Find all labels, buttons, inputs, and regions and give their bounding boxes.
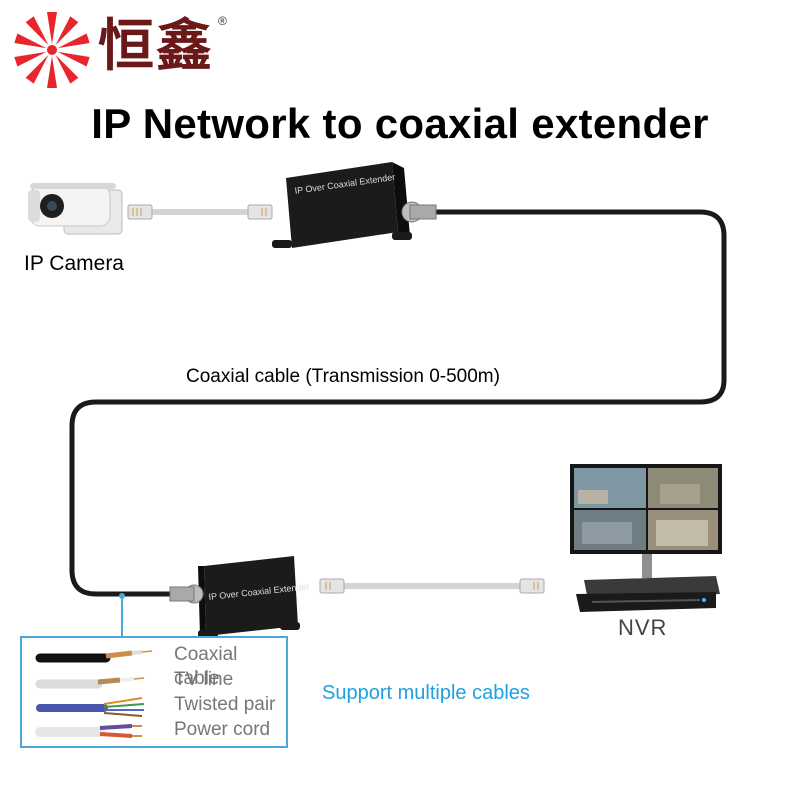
extender-top-icon (272, 162, 437, 248)
tv-line-icon (35, 677, 145, 689)
cable-name-power-cord: Power cord (174, 719, 271, 740)
cable-name-coaxial: Coaxial cable (174, 644, 238, 689)
registered-mark: ® (218, 14, 227, 28)
supported-cables-panel: Coaxial cable TV line Twisted pair Power… (20, 636, 288, 748)
cable-name-tv-line: TV line (174, 669, 234, 690)
page-title: IP Network to coaxial extender (91, 100, 709, 147)
cable-samples (35, 650, 153, 738)
coaxial-cable-icon (35, 650, 153, 663)
coaxial-cable (69, 209, 727, 597)
monitor-icon (570, 464, 722, 578)
camera-label: IP Camera (24, 252, 124, 275)
ethernet-cable-bottom (319, 578, 545, 594)
brand-logo-icon (14, 12, 90, 88)
ethernet-cable-top (127, 204, 273, 220)
nvr-label: NVR (618, 615, 668, 640)
cable-name-twisted-pair: Twisted pair (174, 694, 276, 715)
coaxial-cable-label: Coaxial cable (Transmission 0-500m) (186, 366, 500, 387)
ip-camera-icon (28, 183, 123, 235)
nvr-icon (576, 576, 720, 612)
power-cord-icon (35, 724, 142, 738)
brand-name: 恒鑫 (98, 14, 214, 79)
twisted-pair-icon (36, 697, 145, 717)
support-label: Support multiple cables (322, 682, 530, 704)
